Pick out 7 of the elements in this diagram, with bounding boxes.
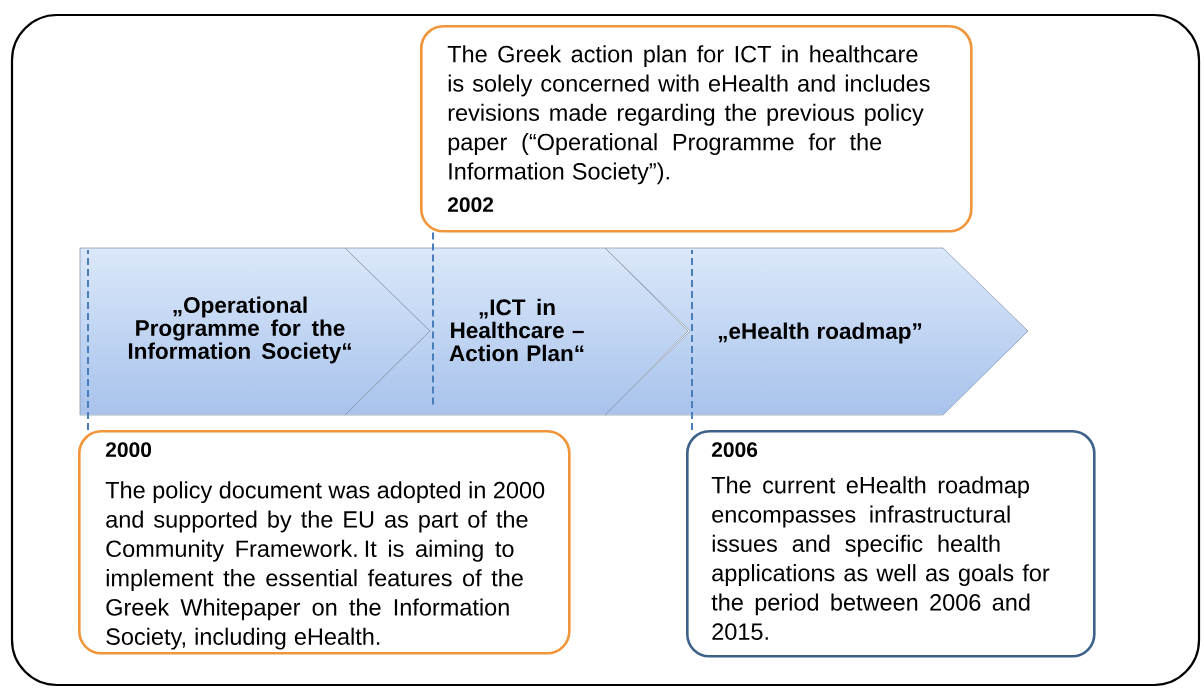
leader-line: [691, 249, 693, 431]
leader-line: [87, 249, 89, 431]
leader-line: [432, 231, 434, 407]
callout-box: The Greek action plan for ICT in healthcare is solely concerned with eHealth and includes revisions made regarding the previous policy paper (“Operational Programme for the Information Society”). 2002: [420, 25, 973, 233]
chevron-box: „eHealth roadmap”: [604, 247, 1029, 416]
callout-box: 2000 The policy document was adopted in 2000 and supported by the EU as part of the Community Framework. It is aiming to implement the essential features of the Greek Whitepaper on the Information Society, including eHealth.: [78, 430, 571, 655]
callout-box: 2006 The current eHealth roadmap encompasses infrastructural issues and specific health applications as well as goals for the period between 2006 and 2015.: [686, 430, 1096, 658]
